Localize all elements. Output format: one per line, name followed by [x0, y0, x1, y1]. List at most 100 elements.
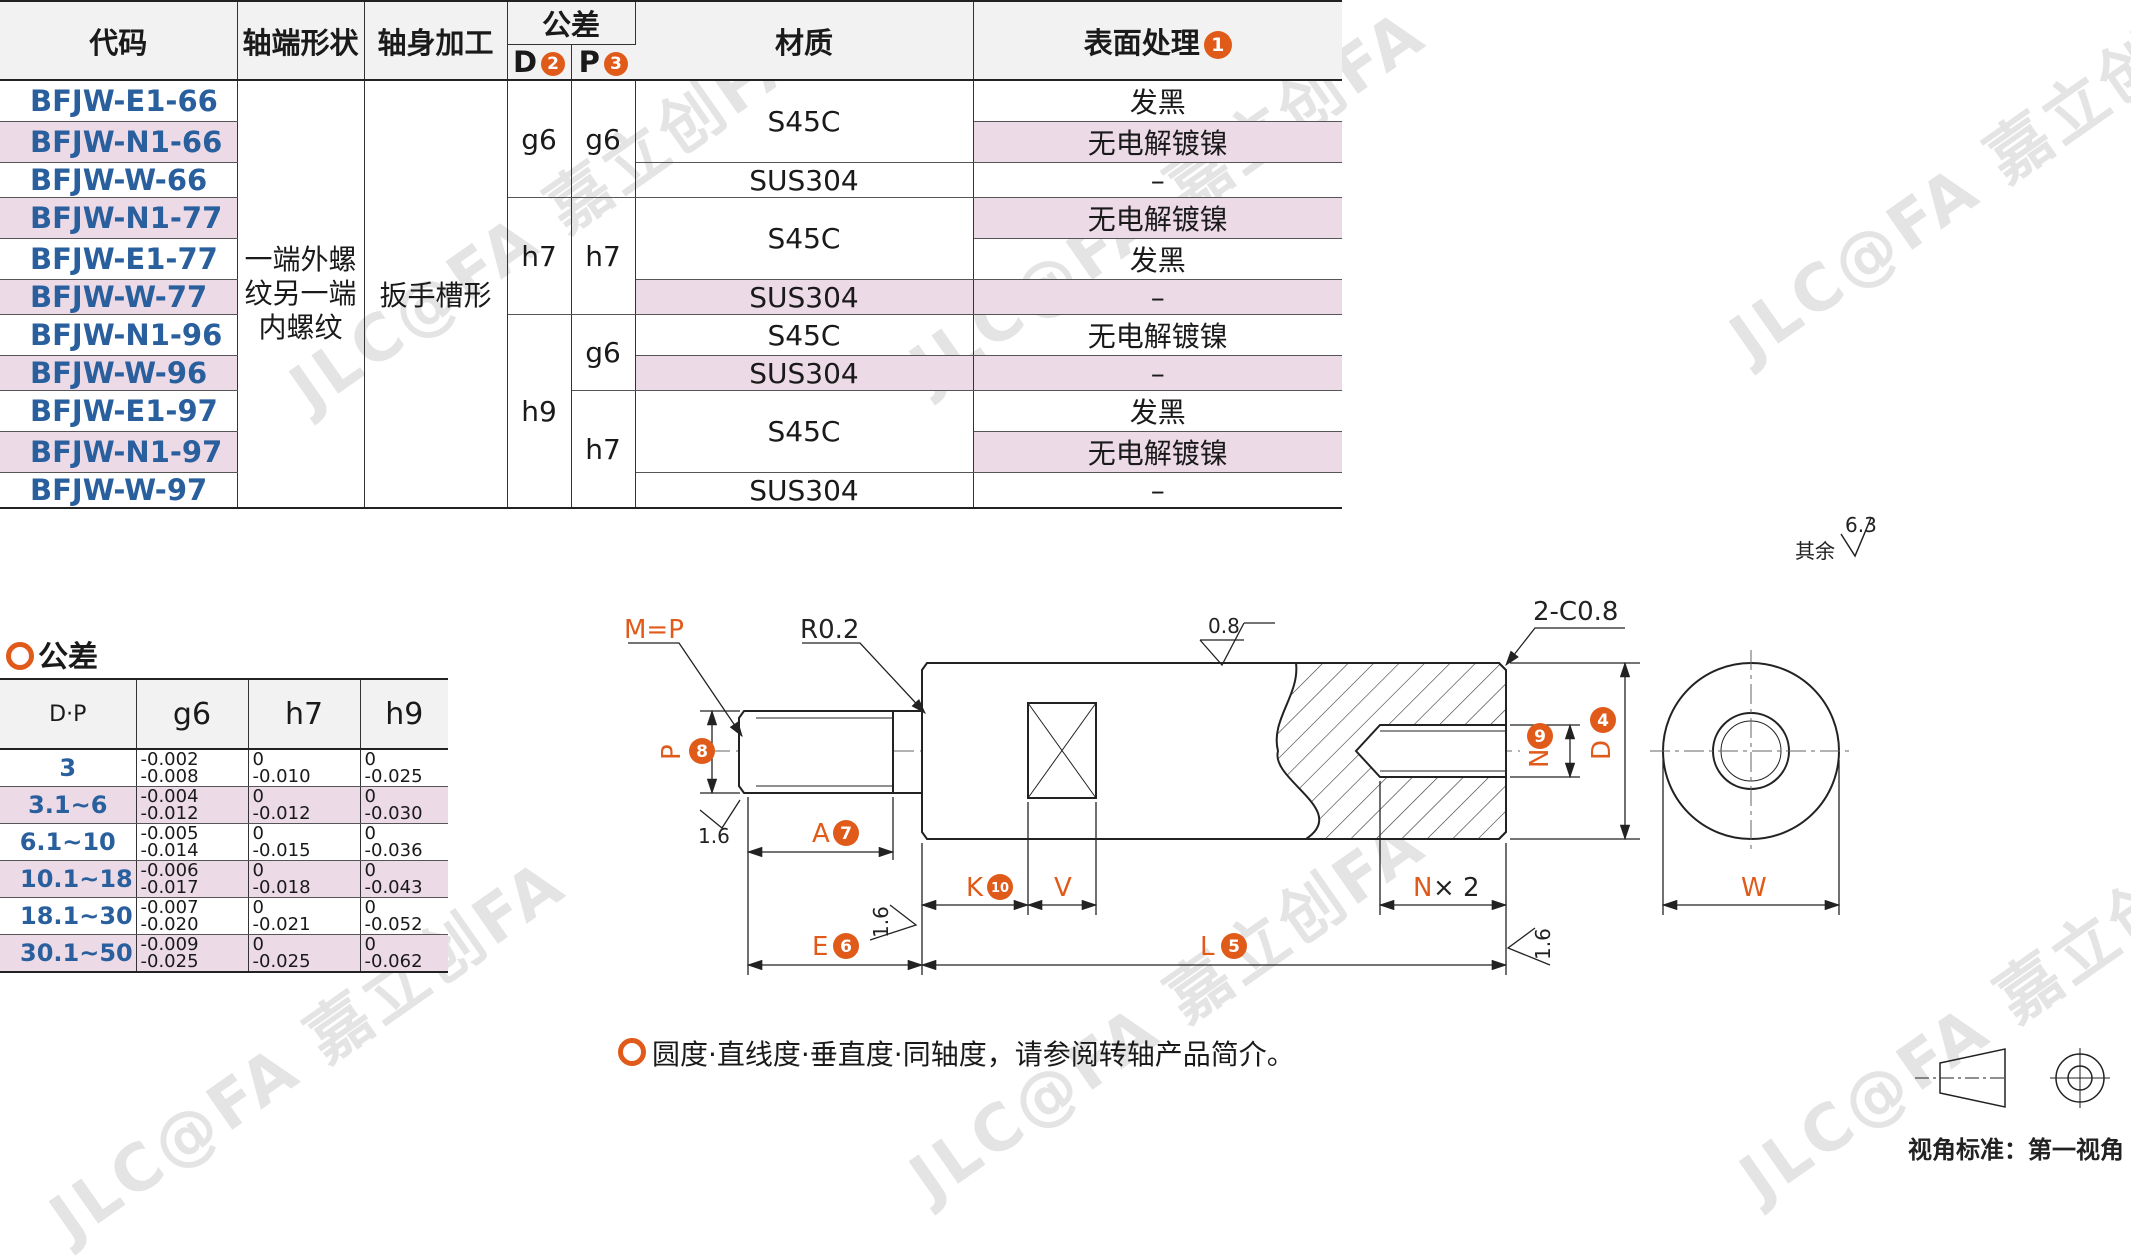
tol-upper: -0.006 — [140, 860, 199, 881]
tol-upper: -0.004 — [140, 786, 199, 807]
tol-p-cell: g6 — [571, 314, 636, 391]
header-body-process: 轴身加工 — [364, 1, 508, 80]
material-cell: SUS304 — [635, 162, 974, 198]
ring-bullet-icon — [618, 1038, 646, 1066]
header-material: 材质 — [635, 1, 974, 80]
badge-1: 1 — [1203, 30, 1232, 59]
end-shape-line-3: 内螺纹 — [258, 311, 343, 344]
end-shape-cell: 一端外螺 纹另一端 内螺纹 — [237, 80, 365, 508]
tol-value-g6: -0.005-0.014 — [136, 823, 249, 861]
end-shape-line-2: 纹另一端 — [244, 277, 357, 310]
technical-drawing: M=P R0.2 2-C0.8 0.8 1.6 1.6 1.6 P N D A … — [624, 597, 1850, 975]
label-m-eq-p: M=P — [624, 615, 684, 645]
surface-cell: – — [973, 279, 1343, 315]
tol-range: 3 — [0, 749, 137, 787]
tol-upper: -0.005 — [140, 823, 199, 844]
tol-value-h7: 0-0.021 — [248, 897, 361, 935]
code-cell: BFJW-N1-97 — [0, 431, 238, 473]
tol-upper: -0.007 — [140, 897, 199, 918]
label-k: K — [966, 873, 984, 903]
code-cell: BFJW-E1-77 — [0, 238, 238, 280]
rest-label: 其余 — [1795, 539, 1835, 563]
tolerance-title: 公差 — [6, 632, 98, 676]
tol-lower: -0.014 — [140, 840, 199, 861]
label-roughness-16b: 1.6 — [869, 906, 893, 938]
badge-10: 10 — [991, 881, 1009, 896]
tol-upper: 0 — [252, 860, 264, 881]
tol-upper: 0 — [252, 823, 264, 844]
tol-upper: 0 — [364, 786, 376, 807]
label-roughness-08: 0.8 — [1208, 614, 1240, 638]
surface-cell: 无电解镀镍 — [973, 197, 1343, 239]
note: 圆度·直线度·垂直度·同轴度，请参阅转轴产品简介。 — [618, 1033, 1295, 1073]
material-cell: SUS304 — [635, 472, 974, 508]
tol-p-cell: h7 — [571, 197, 636, 315]
rest-value: 6.3 — [1845, 513, 1877, 537]
tol-header: g6 — [136, 678, 249, 750]
tol-value-h7: 0-0.015 — [248, 823, 361, 861]
tol-upper: 0 — [364, 823, 376, 844]
tol-lower: -0.021 — [252, 914, 311, 935]
tol-lower: -0.020 — [140, 914, 199, 935]
badge-7: 7 — [840, 824, 852, 844]
tol-value-h7: 0-0.018 — [248, 860, 361, 898]
first-angle-projection-icon — [1915, 1048, 2110, 1108]
tolerance-title-text: 公差 — [38, 640, 98, 675]
tol-lower: -0.025 — [252, 951, 311, 972]
tol-upper: 0 — [364, 860, 376, 881]
tol-range: 18.1~30 — [0, 897, 137, 935]
tol-upper: 0 — [252, 749, 264, 770]
tol-range: 6.1~10 — [0, 823, 137, 861]
dimension-lines — [628, 622, 1841, 975]
shaft-section — [700, 662, 1520, 840]
tol-upper: 0 — [364, 749, 376, 770]
label-nx2: N — [1413, 873, 1432, 903]
tol-lower: -0.008 — [140, 766, 199, 787]
code-cell: BFJW-W-77 — [0, 279, 238, 315]
tol-value-h7: 0-0.012 — [248, 786, 361, 824]
tol-lower: -0.052 — [364, 914, 423, 935]
tol-value-g6: -0.006-0.017 — [136, 860, 249, 898]
tol-header: D·P — [0, 678, 137, 750]
tol-value-h7: 0-0.010 — [248, 749, 361, 787]
surface-cell: 发黑 — [973, 238, 1343, 280]
tol-upper: -0.002 — [140, 749, 199, 770]
tol-range: 10.1~18 — [0, 860, 137, 898]
badge-4: 4 — [1597, 711, 1609, 731]
badge-8: 8 — [696, 742, 708, 762]
roughness-rest-symbol: 其余 6.3 — [1795, 513, 1877, 563]
badge-6: 6 — [840, 937, 852, 957]
tol-value-h9: 0-0.036 — [360, 823, 448, 861]
label-e: E — [812, 932, 828, 962]
watermark-3: JLC@FA 嘉立创FA — [1717, 0, 2131, 377]
badge-2: 2 — [541, 52, 566, 76]
tol-lower: -0.043 — [364, 877, 423, 898]
code-cell: BFJW-W-97 — [0, 472, 238, 508]
material-cell: SUS304 — [635, 279, 974, 315]
tol-d-cell: h7 — [507, 197, 572, 315]
tol-value-g6: -0.002-0.008 — [136, 749, 249, 787]
tol-p-cell: g6 — [571, 80, 636, 198]
tol-lower: -0.062 — [364, 951, 423, 972]
header-tol-d-label: D — [512, 45, 538, 79]
tol-header: h9 — [360, 678, 448, 750]
tol-lower: -0.012 — [140, 803, 199, 824]
tol-lower: -0.036 — [364, 840, 423, 861]
tol-value-h9: 0-0.062 — [360, 934, 448, 973]
tol-d-cell: g6 — [507, 80, 572, 198]
tol-upper: 0 — [252, 897, 264, 918]
header-code: 代码 — [0, 1, 238, 80]
surface-cell: 无电解镀镍 — [973, 121, 1343, 163]
material-cell: S45C — [635, 197, 974, 280]
tol-upper: 0 — [252, 786, 264, 807]
code-cell: BFJW-N1-77 — [0, 197, 238, 239]
ring-bullet-icon — [6, 642, 34, 670]
badge-3: 3 — [603, 52, 628, 76]
tol-value-h9: 0-0.052 — [360, 897, 448, 935]
tol-range: 30.1~50 — [0, 934, 137, 973]
label-l: L — [1200, 932, 1215, 962]
